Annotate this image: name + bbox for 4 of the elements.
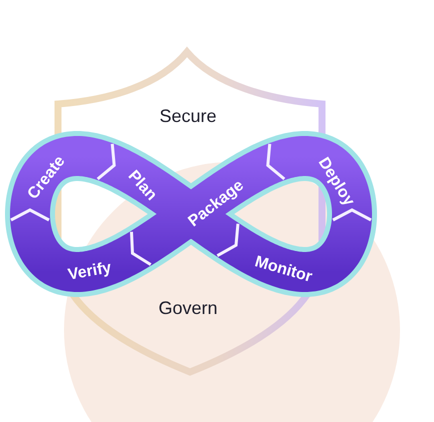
shield-label: Secure bbox=[159, 106, 217, 127]
segment-label: Monitor bbox=[252, 254, 314, 286]
segment-label: Verify bbox=[66, 260, 113, 284]
shield-label: Govern bbox=[158, 298, 218, 319]
